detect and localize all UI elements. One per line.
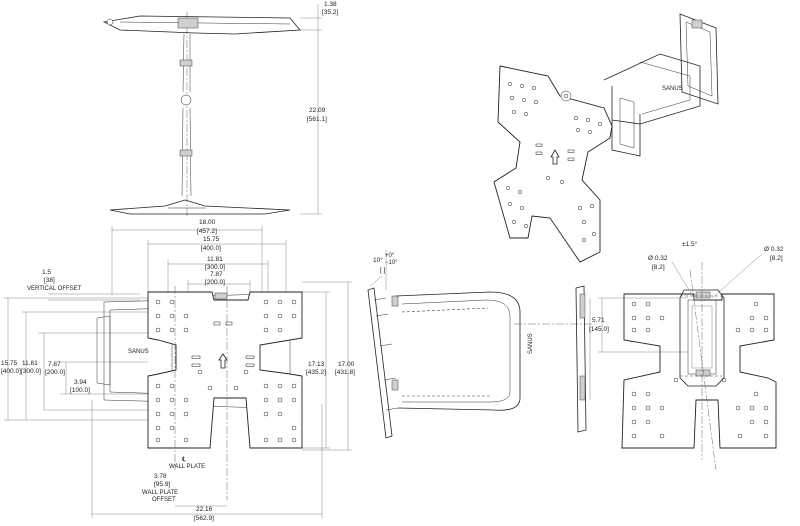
dim-vertical-offset: 1.5 <box>42 269 51 276</box>
iso-plate-holes <box>505 81 603 243</box>
tilt-down-sup: −10° <box>385 260 398 266</box>
dim-width-1181: 11.81 <box>207 256 223 263</box>
hole-right: Ø 0.32 <box>764 246 784 253</box>
dim-top-depth-mm: [35.2] <box>322 9 338 16</box>
dim-vertical-offset-mm: [38] <box>44 277 55 284</box>
dim-height-394: 3.94 <box>74 379 87 386</box>
dim-top-extension: 22.09 <box>309 107 326 114</box>
dim-wall-plate-offset-mm: [95.9] <box>154 481 170 488</box>
dim-vertical-offset-label: VERTICAL OFFSET <box>27 286 82 292</box>
hole-left-mm: [8.2] <box>652 264 665 271</box>
hole-left: Ø 0.32 <box>648 255 668 262</box>
swivel-value: ±1.5° <box>682 240 698 248</box>
dim-height-787-mm: [200.0] <box>45 369 65 376</box>
hole-right-mm: [8.2] <box>770 255 783 262</box>
dim-width-787-mm: [200.0] <box>205 279 225 286</box>
dim-height-1713: 17.13 <box>308 361 325 368</box>
tilt-up: 10° <box>373 256 383 264</box>
dim-height-571-mm: [145.0] <box>589 326 609 333</box>
top-view: 1.38 [35.2] 22.09 [561.1] <box>102 1 338 218</box>
dim-height-1575-mm: [400.0] <box>1 368 21 375</box>
dim-height-1181-mm: [300.0] <box>21 368 41 375</box>
dim-height-1575: 15.75 <box>1 360 18 367</box>
dim-height-1700-mm: [431.8] <box>335 369 355 376</box>
tilt-sub: [ ] <box>380 267 386 274</box>
side-brand: SANUS <box>528 333 534 354</box>
dim-height-1713-mm: [435.2] <box>306 369 326 376</box>
dim-wall-plate-offset: 3.78 <box>154 473 167 480</box>
wall-plate-center-label: WALL PLATE <box>169 464 205 470</box>
dim-height-787: 7.87 <box>48 361 61 368</box>
dim-width-1181-mm: [300.0] <box>205 264 225 271</box>
dim-height-571: 5.71 <box>592 317 605 324</box>
dim-height-1181: 11.81 <box>22 360 38 367</box>
dim-width-18-mm: [457.2] <box>197 228 217 235</box>
dim-wall-plate-offset-label2: OFFSET <box>152 497 176 503</box>
wall-plate-center-symbol: ℄ <box>181 456 187 463</box>
dim-width-18: 18.00 <box>199 219 216 226</box>
front-plate-holes <box>155 299 297 443</box>
dim-width-1575-mm: [400.0] <box>201 245 221 252</box>
tilt-up-sup: +0° <box>385 253 395 259</box>
rear-view: ±1.5° Ø 0.32 [8.2] Ø 0.32 [8.2] 5.71 [14… <box>589 240 784 471</box>
dim-wall-plate-offset-label1: WALL PLATE <box>142 490 178 496</box>
dim-top-extension-mm: [561.1] <box>307 116 327 123</box>
dim-width-1575: 15.75 <box>203 236 220 243</box>
front-view: 18.00 [457.2] 15.75 [400.0] 11.81 [300.0… <box>1 219 355 522</box>
dim-width-787: 7.87 <box>210 271 223 278</box>
dim-height-1700: 17.00 <box>338 361 355 368</box>
iso-view: SANUS <box>493 13 719 263</box>
dim-height-394-mm: [100.0] <box>70 387 90 394</box>
dim-width-2216: 22.16 <box>196 506 213 513</box>
iso-brand: SANUS <box>662 86 683 92</box>
front-brand: SANUS <box>128 349 149 355</box>
side-view: 10° +0° −10° [ ] SANUS <box>367 250 595 439</box>
dim-width-2216-mm: [562.9] <box>194 515 214 522</box>
dim-top-depth: 1.38 <box>324 1 337 8</box>
